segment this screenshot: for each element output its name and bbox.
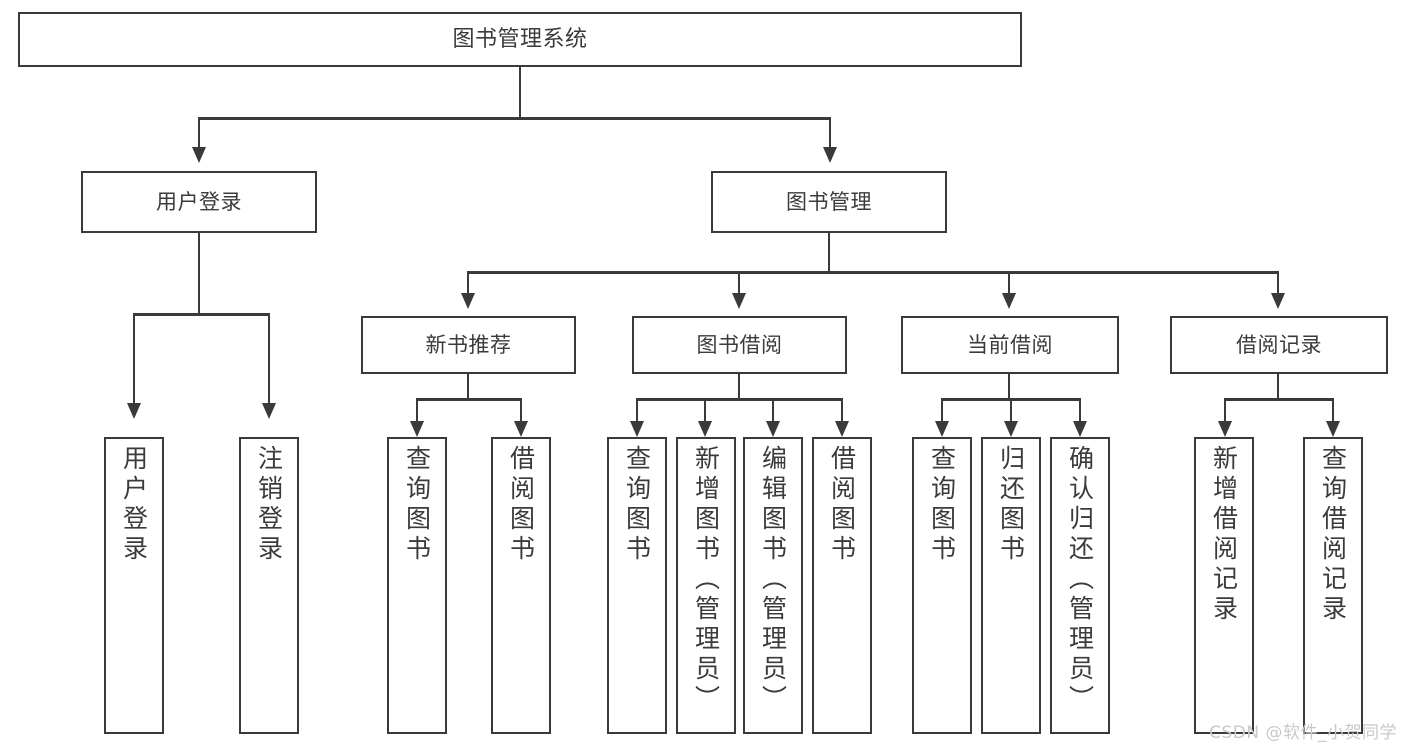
- connector-user-login-bus: [133, 313, 268, 316]
- connector-br-drop-2: [1332, 398, 1334, 423]
- node-book-borrow[interactable]: 图书借阅: [632, 316, 847, 374]
- arrowhead-root-to-book-manage: [823, 147, 837, 163]
- node-current-borrow[interactable]: 当前借阅: [901, 316, 1119, 374]
- node-label: 新书推荐: [425, 332, 512, 357]
- leaf-borrow-book-2[interactable]: 借阅图书: [812, 437, 872, 734]
- leaf-add-book-admin[interactable]: 新增图书（管理员）: [676, 437, 736, 734]
- connector-cb-drop-3: [1079, 398, 1081, 423]
- leaf-return-book[interactable]: 归还图书: [981, 437, 1041, 734]
- connector-root-bus: [198, 117, 831, 120]
- connector-root-stem: [519, 67, 521, 118]
- connector-user-login-drop-2: [268, 313, 270, 405]
- node-label: 查询图书: [622, 445, 652, 565]
- arrowhead-to-leaf-query-book-2: [630, 421, 644, 437]
- arrowhead-root-to-user-login: [192, 147, 206, 163]
- arrowhead-to-new-book-recommend: [461, 293, 475, 309]
- arrowhead-to-leaf-borrow-book-2: [835, 421, 849, 437]
- connector-bm-drop-1: [467, 271, 469, 295]
- connector-cb-stem: [1008, 374, 1010, 400]
- connector-root-drop-2: [829, 117, 831, 149]
- connector-root-drop-1: [198, 117, 200, 149]
- connector-bb-drop-4: [841, 398, 843, 423]
- node-label: 借阅图书: [506, 445, 536, 565]
- leaf-confirm-return-admin[interactable]: 确认归还（管理员）: [1050, 437, 1110, 734]
- connector-bb-bus: [636, 398, 843, 401]
- connector-book-management-bus: [467, 271, 1279, 274]
- connector-br-drop-1: [1224, 398, 1226, 423]
- node-user-login[interactable]: 用户登录: [81, 171, 317, 233]
- arrowhead-to-borrow-record: [1271, 293, 1285, 309]
- arrowhead-to-leaf-query-record: [1326, 421, 1340, 437]
- arrowhead-to-book-borrow: [732, 293, 746, 309]
- leaf-add-borrow-record[interactable]: 新增借阅记录: [1194, 437, 1254, 734]
- connector-bb-stem: [738, 374, 740, 400]
- connector-user-login-stem: [198, 233, 200, 315]
- leaf-edit-book-admin[interactable]: 编辑图书（管理员）: [743, 437, 803, 734]
- connector-nbr-bus: [416, 398, 522, 401]
- arrowhead-to-current-borrow: [1002, 293, 1016, 309]
- node-label: 注销登录: [254, 445, 284, 565]
- node-label: 新增借阅记录: [1209, 445, 1239, 625]
- connector-nbr-drop-2: [520, 398, 522, 423]
- node-borrow-record[interactable]: 借阅记录: [1170, 316, 1388, 374]
- leaf-query-book-2[interactable]: 查询图书: [607, 437, 667, 734]
- node-root-system[interactable]: 图书管理系统: [18, 12, 1022, 67]
- node-label: 用户登录: [156, 189, 242, 214]
- arrowhead-to-leaf-query-book-3: [935, 421, 949, 437]
- node-label: 新增图书（管理员）: [691, 445, 721, 715]
- leaf-query-book-3[interactable]: 查询图书: [912, 437, 972, 734]
- arrowhead-to-leaf-query-book-1: [410, 421, 424, 437]
- arrowhead-to-leaf-logout: [262, 403, 276, 419]
- connector-bb-drop-1: [636, 398, 638, 423]
- node-label: 查询借阅记录: [1318, 445, 1348, 625]
- node-label: 确认归还（管理员）: [1065, 445, 1095, 715]
- node-label: 图书管理: [786, 189, 872, 214]
- leaf-query-borrow-record[interactable]: 查询借阅记录: [1303, 437, 1363, 734]
- connector-bm-drop-3: [1008, 271, 1010, 295]
- connector-bb-drop-3: [772, 398, 774, 423]
- leaf-borrow-book-1[interactable]: 借阅图书: [491, 437, 551, 734]
- arrowhead-to-leaf-edit-book: [766, 421, 780, 437]
- connector-cb-drop-2: [1010, 398, 1012, 423]
- leaf-user-login[interactable]: 用户登录: [104, 437, 164, 734]
- node-new-book-recommend[interactable]: 新书推荐: [361, 316, 576, 374]
- node-label: 借阅图书: [827, 445, 857, 565]
- connector-br-bus: [1224, 398, 1334, 401]
- connector-cb-drop-1: [941, 398, 943, 423]
- node-label: 当前借阅: [967, 332, 1053, 357]
- connector-book-management-stem: [828, 233, 830, 273]
- connector-bb-drop-2: [704, 398, 706, 423]
- node-label: 用户登录: [119, 445, 149, 565]
- arrowhead-to-leaf-confirm-return: [1073, 421, 1087, 437]
- node-label: 编辑图书（管理员）: [758, 445, 788, 715]
- connector-nbr-drop-1: [416, 398, 418, 423]
- leaf-query-book-1[interactable]: 查询图书: [387, 437, 447, 734]
- node-label: 查询图书: [927, 445, 957, 565]
- watermark-text: CSDN @软件_小贺同学: [1209, 723, 1397, 743]
- node-label: 归还图书: [996, 445, 1026, 565]
- arrowhead-to-leaf-borrow-book-1: [514, 421, 528, 437]
- arrowhead-to-leaf-add-record: [1218, 421, 1232, 437]
- node-label: 图书管理系统: [452, 26, 588, 52]
- connector-br-stem: [1277, 374, 1279, 400]
- leaf-logout[interactable]: 注销登录: [239, 437, 299, 734]
- node-label: 查询图书: [402, 445, 432, 565]
- node-label: 借阅记录: [1236, 332, 1322, 357]
- node-book-management[interactable]: 图书管理: [711, 171, 947, 233]
- connector-nbr-stem: [467, 374, 469, 400]
- arrowhead-to-leaf-user-login: [127, 403, 141, 419]
- arrowhead-to-leaf-return-book: [1004, 421, 1018, 437]
- connector-bm-drop-4: [1277, 271, 1279, 295]
- arrowhead-to-leaf-add-book: [698, 421, 712, 437]
- connector-bm-drop-2: [738, 271, 740, 295]
- node-label: 图书借阅: [696, 332, 783, 357]
- connector-user-login-drop-1: [133, 313, 135, 405]
